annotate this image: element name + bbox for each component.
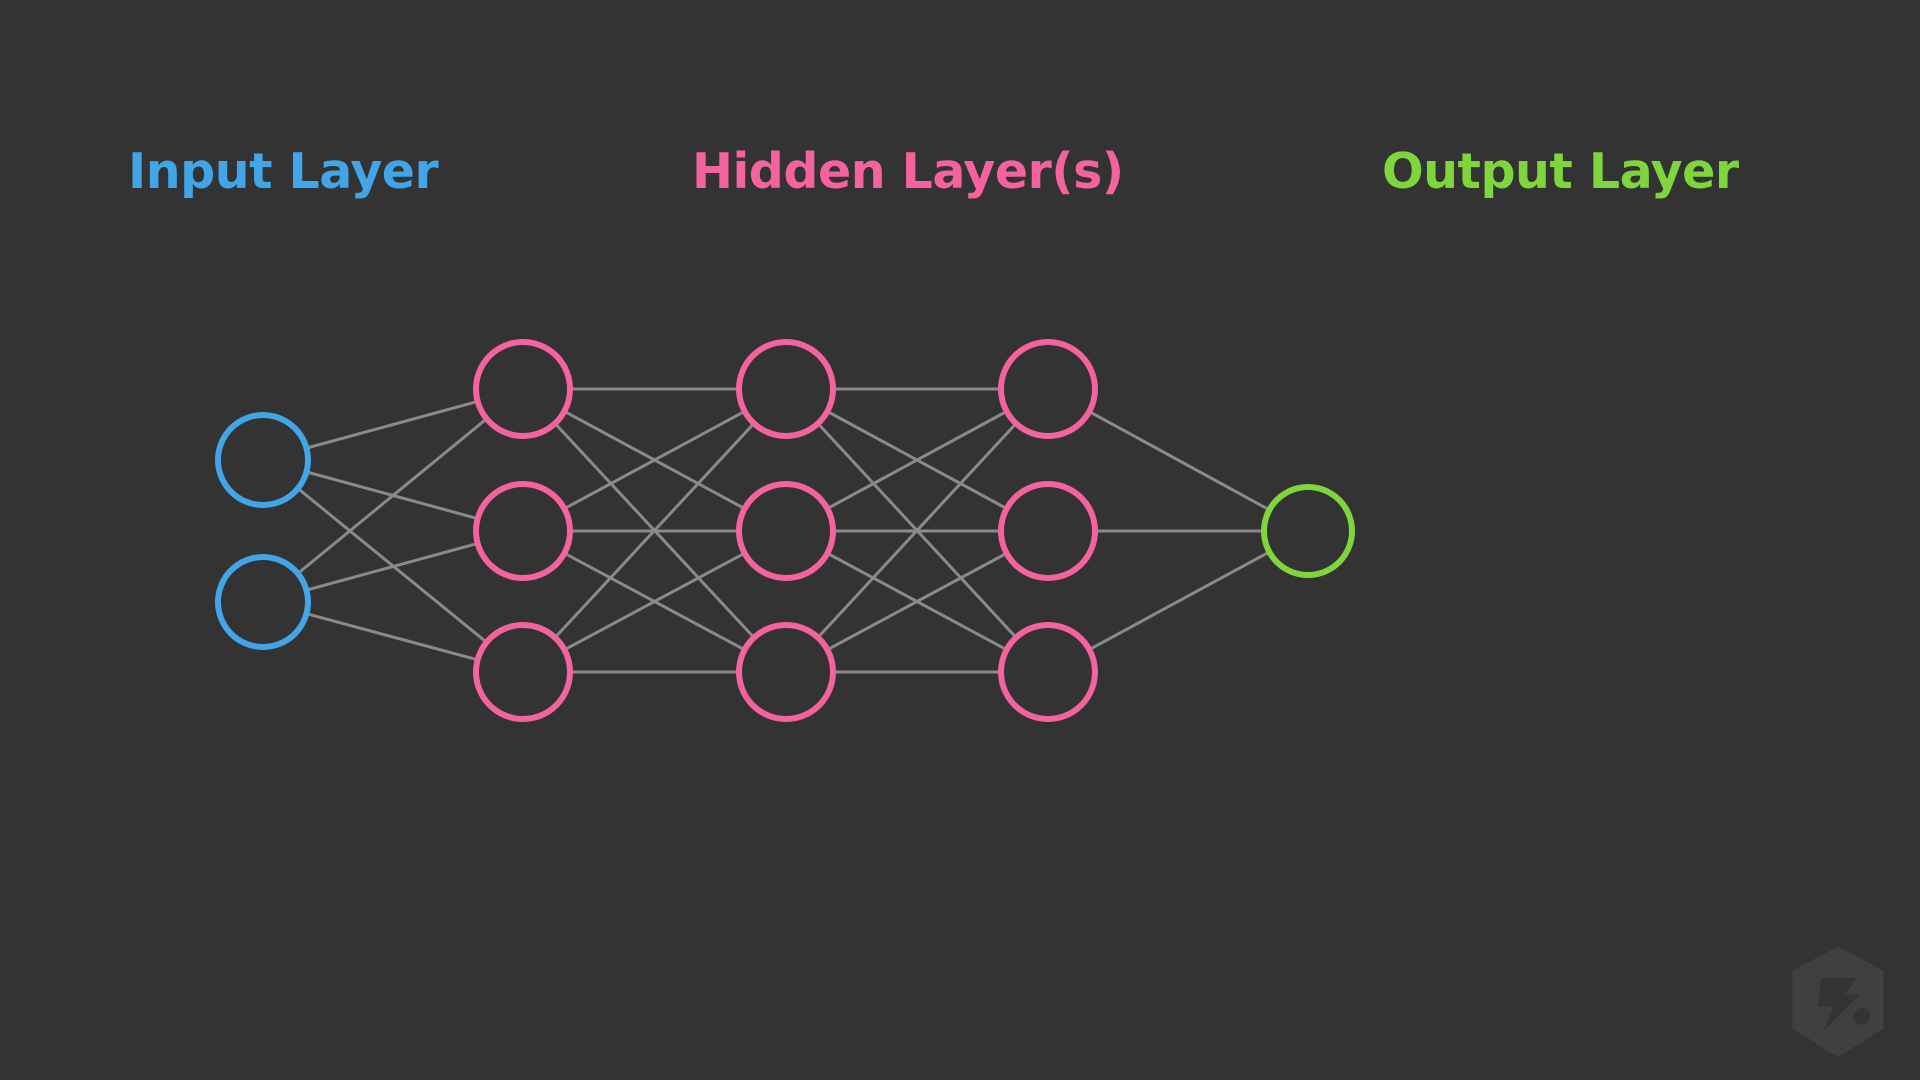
node-h1-2[interactable] [473, 481, 573, 581]
layer-titles-row: Input Layer Hidden Layer(s) Output Layer [0, 0, 1920, 240]
node-in-2[interactable] [215, 554, 311, 650]
node-h3-3[interactable] [998, 622, 1098, 722]
node-out-1[interactable] [1261, 484, 1355, 578]
layer-title-input: Input Layer [128, 143, 439, 200]
node-h2-3[interactable] [736, 622, 836, 722]
edge-h1-2-to-h2-1 [563, 410, 746, 510]
edge-in-2-to-h1-1 [297, 417, 488, 575]
edge-in-2-to-h1-3 [305, 612, 479, 662]
edge-h1-3-to-h2-1 [554, 422, 755, 639]
node-h3-1[interactable] [998, 339, 1098, 439]
nodes-group [215, 339, 1355, 722]
layer-title-hidden: Hidden Layer(s) [692, 143, 1124, 200]
edge-h2-2-to-h3-1 [826, 410, 1008, 510]
edge-h2-3-to-h3-1 [817, 422, 1017, 639]
node-in-1[interactable] [215, 412, 311, 508]
edge-h3-3-to-out-1 [1088, 550, 1270, 651]
node-h2-2[interactable] [736, 481, 836, 581]
edges-group [297, 387, 1271, 674]
edge-h1-3-to-h2-2 [563, 552, 746, 651]
node-h1-3[interactable] [473, 622, 573, 722]
edge-in-1-to-h1-1 [305, 400, 479, 450]
brand-logo-watermark [1792, 946, 1884, 1058]
node-h1-1[interactable] [473, 339, 573, 439]
edge-in-2-to-h1-2 [305, 542, 479, 592]
edge-h2-3-to-h3-2 [826, 552, 1008, 651]
node-h2-1[interactable] [736, 339, 836, 439]
node-h3-2[interactable] [998, 481, 1098, 581]
edge-h3-1-to-out-1 [1088, 410, 1271, 511]
layer-title-output: Output Layer [1382, 143, 1739, 200]
